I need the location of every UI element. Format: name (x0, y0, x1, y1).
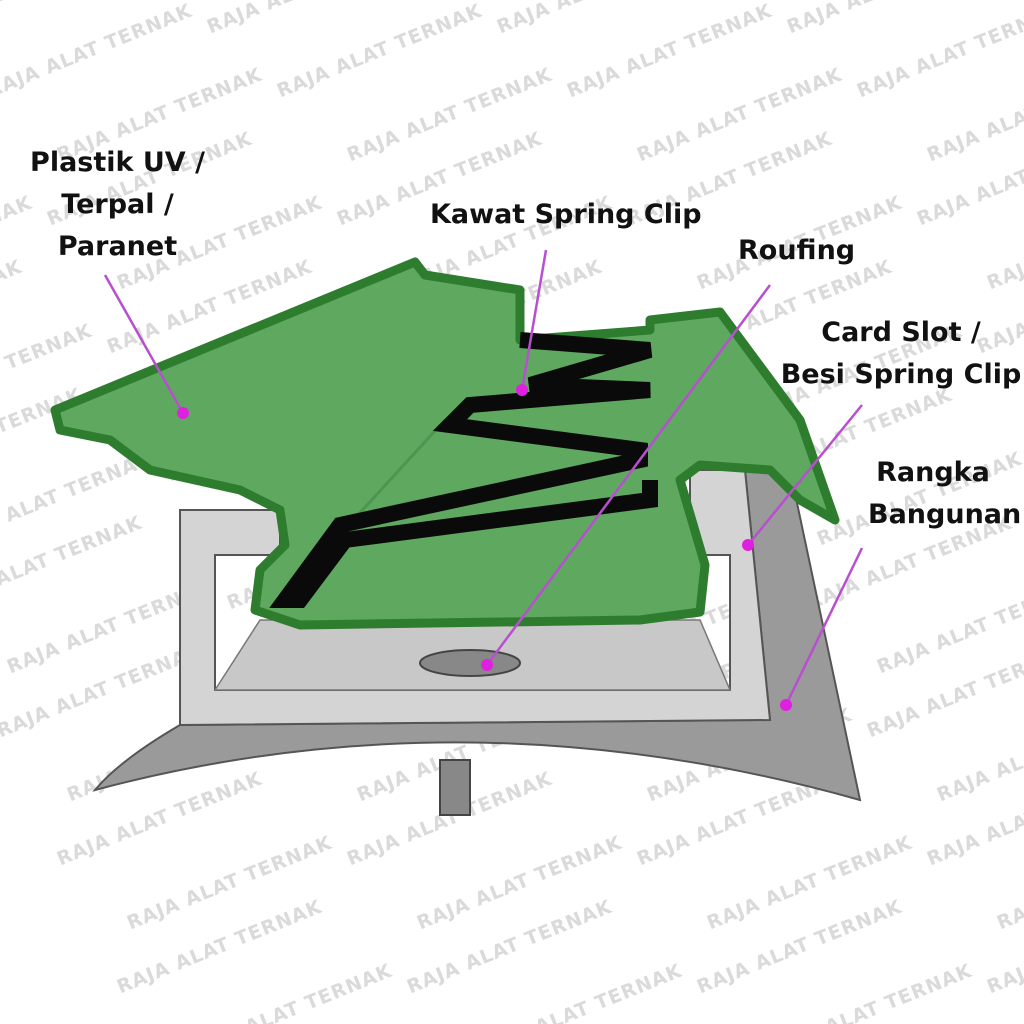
label-kawat: Kawat Spring Clip (430, 199, 702, 230)
label-line: Besi Spring Clip (780, 359, 1022, 390)
leader-kawat (520, 249, 548, 391)
building-frame-web (439, 759, 471, 816)
dot-plastik (177, 407, 189, 419)
dot-card-slot (742, 539, 754, 551)
label-plastik: Plastik UV / Terpal / Paranet (30, 142, 205, 268)
leader-card-slot (747, 404, 863, 546)
label-line: Card Slot / (821, 317, 981, 348)
label-line: Plastik UV / (30, 147, 205, 178)
label-rangka: Rangka Bangunan (868, 452, 1022, 536)
channel-hole (419, 649, 521, 677)
label-card-slot: Card Slot / Besi Spring Clip (778, 312, 1024, 396)
dot-roufing (481, 659, 493, 671)
dot-kawat (516, 384, 528, 396)
label-line: Terpal / (61, 189, 174, 220)
label-line: Paranet (57, 231, 178, 262)
leader-rangka (784, 547, 864, 706)
leader-plastik (103, 274, 185, 414)
plastic-sheet (50, 257, 840, 630)
label-line: Rangka (876, 457, 990, 488)
dot-rangka (780, 699, 792, 711)
label-roufing: Roufing (738, 235, 856, 266)
leader-roufing (485, 284, 772, 666)
label-line: Bangunan (868, 499, 1022, 530)
spring-clip-wire (269, 332, 658, 608)
